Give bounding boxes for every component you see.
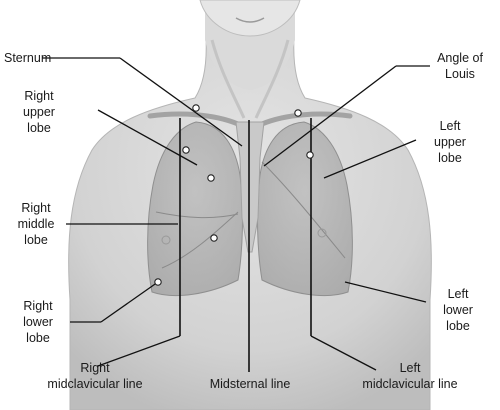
label-angle-of-louis-line2: Louis bbox=[445, 67, 475, 81]
label-left-upper-lobe: Left upper lobe bbox=[434, 119, 466, 165]
label-right-middle-lobe: Right middle lobe bbox=[17, 201, 55, 247]
sternum-bone bbox=[235, 121, 265, 253]
right-nipple bbox=[161, 235, 171, 245]
mouth bbox=[235, 17, 265, 23]
left-lung bbox=[257, 121, 353, 297]
chin bbox=[199, 0, 301, 37]
left-clavicle bbox=[259, 111, 353, 127]
label-right-midclavicular-line: Right midclavicular line bbox=[47, 361, 143, 391]
label-right-upper-lobe: Right upper lobe bbox=[23, 89, 55, 135]
label-angle-of-louis: Angle of Louis bbox=[420, 50, 500, 82]
right-lung bbox=[147, 121, 243, 297]
leader-lines bbox=[42, 57, 430, 371]
label-midsternal-line: Midsternal line bbox=[209, 377, 291, 391]
landmark-dots bbox=[154, 104, 314, 286]
right-clavicle bbox=[147, 111, 241, 127]
label-angle-of-louis-line1: Angle of bbox=[437, 51, 483, 65]
label-right-lower-lobe: Right lower lobe bbox=[23, 299, 53, 345]
label-left-lower-lobe: Left lower lobe bbox=[443, 287, 473, 333]
left-nipple bbox=[317, 228, 327, 238]
label-left-midclavicular-line: Left midclavicular line bbox=[362, 361, 458, 391]
label-sternum: Sternum bbox=[4, 51, 52, 65]
